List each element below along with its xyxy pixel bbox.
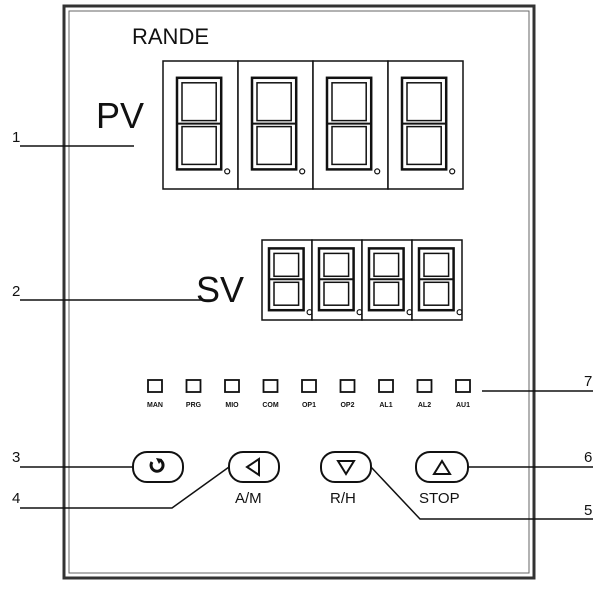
pv-label: PV	[96, 95, 144, 136]
sv-digit	[311, 239, 363, 321]
indicator-row: MAN PRG MIO COM OP1 OP2 AL1 AL2 AU1	[147, 379, 471, 409]
leader-line-5	[370, 466, 593, 520]
indicator-led: PRG	[185, 379, 202, 409]
sv-display	[261, 239, 463, 321]
indicator-label: AL2	[418, 402, 431, 409]
sv-digit	[361, 239, 413, 321]
rh-button[interactable]	[320, 451, 372, 483]
callout-6: 6	[584, 449, 592, 466]
indicator-label: MAN	[147, 402, 163, 409]
pv-digit	[387, 60, 464, 190]
callout-2: 2	[12, 283, 20, 300]
set-button[interactable]	[132, 451, 184, 483]
decimal-point	[374, 168, 381, 175]
indicator-label: AL1	[379, 402, 392, 409]
indicator-label: OP2	[340, 402, 354, 409]
indicator-led: AL2	[416, 379, 433, 409]
pv-digit	[162, 60, 239, 190]
rh-button-label: R/H	[330, 490, 356, 507]
stop-button[interactable]	[415, 451, 469, 483]
stop-button-label: STOP	[419, 490, 460, 507]
indicator-led: COM	[262, 379, 279, 409]
indicator-label: MIO	[225, 402, 239, 409]
callout-4: 4	[12, 490, 20, 507]
indicator-led: MAN	[147, 379, 163, 409]
pv-digit	[312, 60, 389, 190]
pv-digit	[237, 60, 314, 190]
pv-display	[162, 60, 464, 190]
left-triangle-icon	[245, 457, 260, 477]
sv-digit	[411, 239, 463, 321]
callout-5: 5	[584, 502, 592, 519]
indicator-label: COM	[262, 402, 279, 409]
decimal-point	[299, 168, 306, 175]
indicator-led: MIO	[224, 379, 240, 409]
decimal-point	[224, 168, 231, 175]
sv-digit	[261, 239, 313, 321]
indicator-led: OP1	[301, 379, 317, 409]
callout-1: 1	[12, 129, 20, 146]
indicator-label: PRG	[186, 402, 202, 409]
down-triangle-icon	[336, 460, 356, 476]
decimal-point	[449, 168, 456, 175]
indicator-led: AL1	[378, 379, 394, 409]
leader-lines	[20, 145, 593, 520]
cycle-icon	[149, 458, 165, 473]
decimal-point	[456, 309, 463, 316]
indicator-led: AU1	[455, 379, 471, 409]
panel-frame-outer	[62, 4, 536, 580]
brand-label: RANDE	[132, 24, 209, 49]
am-button[interactable]	[228, 451, 280, 483]
indicator-label: OP1	[302, 402, 316, 409]
indicator-label: AU1	[456, 402, 470, 409]
leader-line-4	[20, 466, 230, 509]
callout-7: 7	[584, 373, 592, 390]
am-button-label: A/M	[235, 490, 262, 507]
panel-frame-inner	[68, 10, 530, 574]
callout-3: 3	[12, 449, 20, 466]
sv-label: SV	[196, 269, 244, 310]
indicator-led: OP2	[339, 379, 356, 409]
up-triangle-icon	[432, 459, 452, 475]
